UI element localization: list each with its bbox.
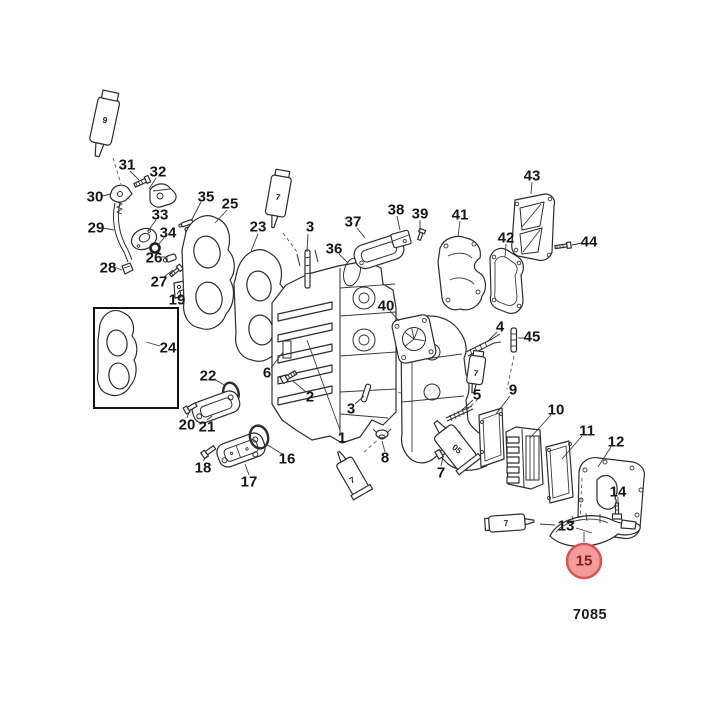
part-7-sealant-tube-right xyxy=(466,349,487,394)
part-33-gasket xyxy=(130,227,158,251)
part-label-33: 33 xyxy=(152,207,169,224)
part-label-41: 41 xyxy=(452,207,469,224)
part-label-10: 10 xyxy=(548,402,565,419)
diagram-code: 7085 xyxy=(573,607,607,623)
part-21-cover xyxy=(191,390,241,424)
part-label-24: 24 xyxy=(160,340,177,357)
part-label-25: 25 xyxy=(222,196,239,213)
part-44-screw xyxy=(554,241,572,250)
part-label-9: 9 xyxy=(509,382,517,399)
part-label-26: 26 xyxy=(146,250,163,267)
part-label-1: 1 xyxy=(338,430,346,447)
part-38-plate xyxy=(390,229,412,249)
part-label-18: 18 xyxy=(195,460,212,477)
leader-lines xyxy=(101,170,619,542)
part-7-sealant-tube-bottom-left xyxy=(336,450,374,501)
part-label-6: 6 xyxy=(263,365,271,382)
part-label-23: 23 xyxy=(250,219,267,236)
inset-box-part-24 xyxy=(93,307,179,409)
part-34-oring xyxy=(149,242,161,254)
part-17-cover xyxy=(216,432,266,468)
part-28-clip xyxy=(121,262,134,275)
part-label-4: 4 xyxy=(496,319,505,336)
part-18-bolt xyxy=(200,445,217,460)
part-label-11: 11 xyxy=(579,423,595,440)
part-label-35: 35 xyxy=(198,189,215,206)
part-label-21: 21 xyxy=(199,419,216,436)
part-label-5: 5 xyxy=(473,387,481,404)
part-26-fitting xyxy=(162,253,177,263)
part-label-40: 40 xyxy=(378,298,395,315)
part-label-28: 28 xyxy=(100,260,117,277)
part-sealant-tube-05 xyxy=(433,420,482,476)
part-16-oring xyxy=(248,424,270,450)
part-label-19: 19 xyxy=(169,292,186,309)
part-label-13: 13 xyxy=(558,518,575,535)
part-label-32: 32 xyxy=(150,164,167,181)
part-label-14: 14 xyxy=(610,484,627,501)
highlighted-part-label: 15 xyxy=(576,553,593,570)
part-label-8: 8 xyxy=(381,450,389,467)
tube-marking-7: 7 xyxy=(473,368,479,379)
part-label-30: 30 xyxy=(87,189,104,206)
part-3-stud-lower xyxy=(360,383,372,403)
part-30-bracket xyxy=(109,184,133,215)
highlight-circle xyxy=(565,542,603,580)
part-label-38: 38 xyxy=(388,202,405,219)
part-5-screw xyxy=(445,405,474,422)
part-25-cylinder-head xyxy=(181,215,235,330)
part-label-16: 16 xyxy=(279,451,296,468)
part-10-reed-block xyxy=(505,426,544,490)
tube-marking-9: 9 xyxy=(102,115,109,126)
part-label-43: 43 xyxy=(524,168,541,185)
part-label-2: 2 xyxy=(306,389,314,406)
part-label-44: 44 xyxy=(581,234,598,251)
part-label-27: 27 xyxy=(151,274,168,291)
part-8-fastener xyxy=(372,428,392,440)
tube-marking-7: 7 xyxy=(347,474,356,485)
part-14-bolt xyxy=(611,502,623,520)
tube-marking-7: 7 xyxy=(275,192,282,203)
part-label-39: 39 xyxy=(412,206,429,223)
part-20-bolt xyxy=(182,402,198,415)
part-6-detail xyxy=(282,340,292,359)
part-11-plate xyxy=(545,440,574,504)
part-31-screw xyxy=(133,174,152,188)
part-29-tube xyxy=(112,201,133,263)
part-42-gasket xyxy=(489,247,524,314)
tube-marking-7: 7 xyxy=(503,518,509,528)
part-label-34: 34 xyxy=(160,225,177,242)
part-45-pin xyxy=(510,327,518,353)
part-label-7: 7 xyxy=(437,465,445,482)
part-label-29: 29 xyxy=(88,220,105,237)
part-27-screw xyxy=(169,263,184,278)
part-label-3: 3 xyxy=(347,401,355,418)
part-label-3: 3 xyxy=(306,219,314,236)
part-9-plate xyxy=(478,407,505,468)
part-9-sealant-tube xyxy=(89,89,121,158)
part-39-screw xyxy=(416,227,427,241)
highlight-part-15: 15 xyxy=(565,542,603,580)
part-32-bracket xyxy=(149,183,177,208)
part-label-42: 42 xyxy=(498,230,515,247)
part-label-45: 45 xyxy=(524,329,541,346)
part-label-36: 36 xyxy=(326,241,343,258)
part-7-sealant-tube-horizontal xyxy=(484,513,535,533)
part-41-bracket xyxy=(437,235,487,311)
part-label-12: 12 xyxy=(608,434,625,451)
part-3-stud-upper xyxy=(304,249,311,289)
part-13-hose xyxy=(549,512,641,547)
part-43-bracket xyxy=(511,193,556,262)
part-label-22: 22 xyxy=(200,368,217,385)
part-label-31: 31 xyxy=(119,157,136,174)
part-7-sealant-tube-top xyxy=(264,168,292,229)
part-2-bolt xyxy=(279,370,298,385)
part-label-17: 17 xyxy=(241,474,258,491)
part-label-20: 20 xyxy=(179,417,196,434)
part-label-37: 37 xyxy=(345,214,362,231)
part-40-thermostat-cover xyxy=(391,314,437,364)
